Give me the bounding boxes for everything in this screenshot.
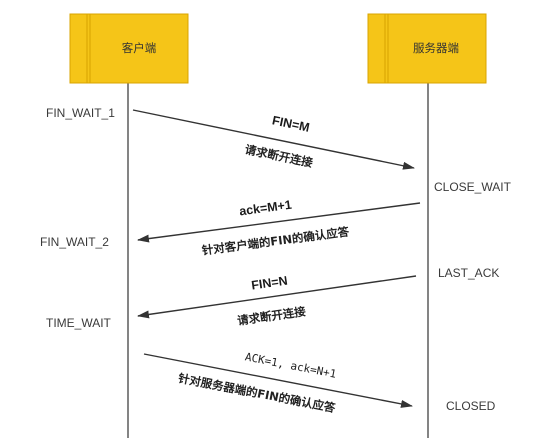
message-fin-m-top: FIN=M xyxy=(271,113,311,134)
state-closed: CLOSED xyxy=(446,399,496,413)
message-fin-n: FIN=N 请求断开连接 xyxy=(137,274,417,328)
state-time-wait: TIME_WAIT xyxy=(46,316,112,330)
state-close-wait: CLOSE_WAIT xyxy=(434,180,512,194)
message-fin-n-top: FIN=N xyxy=(250,274,288,293)
server-node: 服务器端 xyxy=(367,13,487,84)
message-fin-n-arrow xyxy=(137,275,417,319)
server-label: 服务器端 xyxy=(413,41,459,55)
message-ack-m1-arrow xyxy=(137,202,421,243)
state-last-ack: LAST_ACK xyxy=(438,266,499,280)
message-ack-m1-top: ack=M+1 xyxy=(238,198,292,219)
message-fin-m-bottom: 请求断开连接 xyxy=(244,142,315,170)
message-fin-m: FIN=M 请求断开连接 xyxy=(132,109,415,170)
client-label: 客户端 xyxy=(122,41,157,55)
state-fin-wait-2: FIN_WAIT_2 xyxy=(40,235,109,249)
message-ack-m1: ack=M+1 针对客户端的FIN的确认应答 xyxy=(137,198,421,258)
message-ack-n1-bottom: 针对服务器端的FIN的确认应答 xyxy=(177,371,337,415)
message-ack-n1: ACK=1, ack=N+1 针对服务器端的FIN的确认应答 xyxy=(143,350,413,415)
message-ack-n1-arrow xyxy=(143,353,413,408)
state-fin-wait-1: FIN_WAIT_1 xyxy=(46,106,115,120)
message-fin-m-arrow xyxy=(132,109,415,170)
client-node: 客户端 xyxy=(69,13,189,84)
message-fin-n-bottom: 请求断开连接 xyxy=(236,304,307,328)
